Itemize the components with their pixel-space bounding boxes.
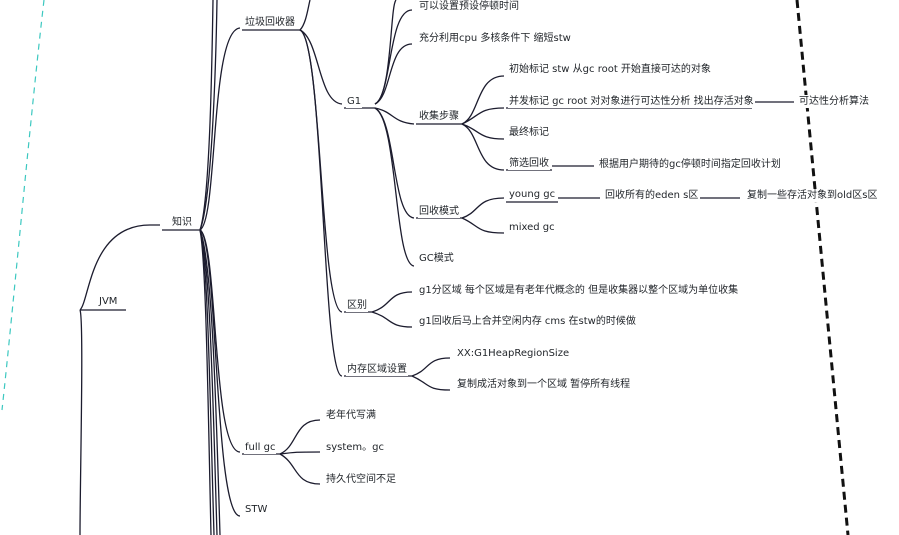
node-jvm[interactable]: JVM: [98, 295, 119, 308]
node-top-item-1[interactable]: 可以设置预设停顿时间: [418, 0, 520, 13]
node-collect-mode[interactable]: 回收模式: [418, 205, 460, 218]
edge-mode-mixed: [461, 217, 505, 234]
edge-knowledge-bundle4: [199, 229, 221, 535]
node-memory-region[interactable]: 内存区域设置: [346, 363, 408, 376]
edge-fullgc-3: [279, 453, 321, 485]
edge-jvm-knowledge: [79, 224, 160, 311]
node-gc-mode[interactable]: GC模式: [418, 252, 455, 265]
node-g1[interactable]: G1: [346, 95, 363, 108]
edge-steps-1: [461, 75, 505, 125]
edge-steps-3: [461, 123, 505, 140]
edge-gc-diff: [299, 29, 343, 313]
edge-g1-mode: [374, 107, 415, 219]
edge-knowledge-up: [199, 0, 214, 231]
node-memory-2[interactable]: 复制成活对象到一个区域 暂停所有线程: [456, 378, 632, 391]
node-difference[interactable]: 区别: [346, 299, 368, 312]
edge-top-2: [374, 43, 413, 105]
edge-knowledge-bundle3: [199, 229, 218, 535]
edge-top-up: [374, 0, 397, 105]
node-screening-detail[interactable]: 根据用户期待的gc停顿时间指定回收计划: [598, 158, 782, 171]
node-step-3[interactable]: 最终标记: [508, 126, 550, 139]
edge-fullgc-1: [279, 419, 321, 455]
edge-memory-2: [411, 375, 451, 391]
node-gc-collector[interactable]: 垃圾回收器: [244, 16, 296, 29]
node-mixed-gc[interactable]: mixed gc: [508, 221, 556, 234]
edge-diff-2: [371, 311, 413, 328]
node-step-2[interactable]: 并发标记 gc root 对对象进行可达性分析 找出存活对象: [508, 95, 755, 108]
edge-jvm-down: [79, 309, 83, 535]
edge-gc-g1: [299, 29, 343, 105]
edge-diff-1: [371, 291, 413, 313]
node-full-gc[interactable]: full gc: [244, 441, 277, 454]
node-young-gc[interactable]: young gc: [508, 188, 557, 201]
node-young-detail2[interactable]: 复制一些存活对象到old区s区: [746, 189, 879, 202]
node-knowledge[interactable]: 知识: [171, 216, 193, 229]
node-step-4[interactable]: 筛选回收: [508, 157, 550, 170]
node-memory-1[interactable]: XX:G1HeapRegionSize: [456, 347, 571, 360]
edge-knowledge-up2: [199, 0, 218, 231]
edge-gc-memory: [299, 29, 343, 377]
edge-knowledge-bundle1: [199, 229, 212, 535]
node-full-gc-2[interactable]: system。gc: [325, 441, 385, 454]
edge-gc-up: [299, 0, 311, 31]
edge-knowledge-stw: [199, 229, 241, 517]
node-diff-1[interactable]: g1分区域 每个区域是有老年代概念的 但是收集器以整个区域为单位收集: [418, 284, 740, 297]
edge-steps-4: [461, 123, 505, 171]
edge-mode-young: [461, 197, 505, 219]
node-diff-2[interactable]: g1回收后马上合并空闲内存 cms 在stw的时候做: [418, 315, 637, 328]
node-stw[interactable]: STW: [244, 503, 269, 516]
teal-boundary: [1, 0, 45, 411]
edge-fullgc-2: [279, 451, 321, 455]
edge-knowledge-bundle2: [199, 229, 215, 535]
node-young-detail[interactable]: 回收所有的eden s区: [604, 189, 700, 202]
node-full-gc-3[interactable]: 持久代空间不足: [325, 473, 397, 486]
edge-steps-2: [461, 107, 505, 125]
edge-top-1: [374, 9, 413, 105]
edge-memory-1: [411, 357, 451, 377]
node-top-item-2[interactable]: 充分利用cpu 多核条件下 缩短stw: [418, 32, 572, 45]
node-full-gc-1[interactable]: 老年代写满: [325, 409, 377, 422]
node-collect-steps[interactable]: 收集步骤: [418, 110, 460, 123]
node-reachability-algo[interactable]: 可达性分析算法: [798, 95, 870, 108]
dashed-boundary: [795, 0, 850, 535]
edge-g1-steps: [374, 107, 415, 125]
node-step-1[interactable]: 初始标记 stw 从gc root 开始直接可达的对象: [508, 63, 712, 76]
edge-knowledge-gc: [199, 27, 241, 231]
edge-g1-gcmode: [374, 107, 415, 267]
